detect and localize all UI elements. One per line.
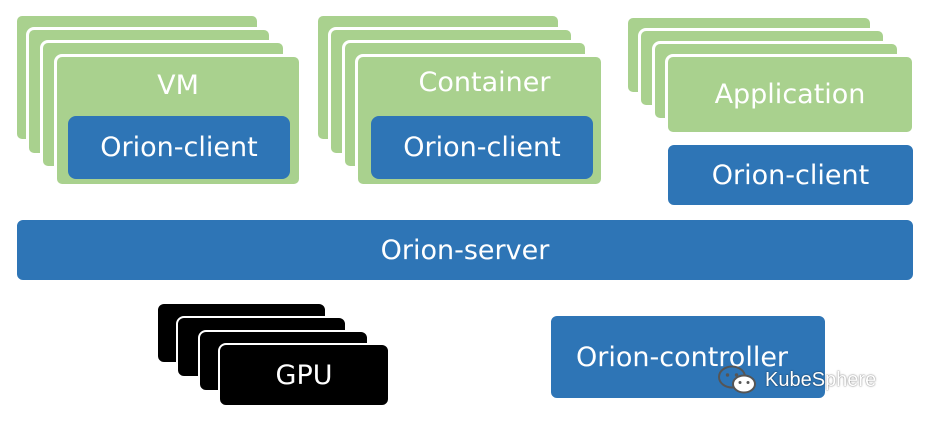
orion-server: Orion-server xyxy=(15,218,915,282)
orion-controller-label: Orion-controller xyxy=(576,342,789,373)
application-orion-client: Orion-client xyxy=(666,143,915,207)
orion-controller: Orion-controller xyxy=(549,314,827,400)
vm-card: VM Orion-client xyxy=(54,54,302,187)
gpu-label: GPU xyxy=(275,359,333,391)
orion-server-label: Orion-server xyxy=(380,234,550,266)
vm-orion-client-label: Orion-client xyxy=(100,132,258,163)
application-orion-client-label: Orion-client xyxy=(711,159,870,191)
container-orion-client: Orion-client xyxy=(371,116,593,179)
container-title: Container xyxy=(418,67,551,98)
application-card: Application xyxy=(665,54,915,135)
wechat-icon xyxy=(718,365,756,394)
vm-orion-client: Orion-client xyxy=(68,116,290,179)
watermark: KubeSphere xyxy=(717,364,876,396)
vm-title: VM xyxy=(157,70,199,101)
container-card: Container Orion-client xyxy=(355,54,604,187)
application-title: Application xyxy=(714,79,866,110)
watermark-text: KubeSphere xyxy=(765,368,877,391)
container-orion-client-label: Orion-client xyxy=(403,132,561,163)
gpu-card: GPU xyxy=(218,343,390,407)
